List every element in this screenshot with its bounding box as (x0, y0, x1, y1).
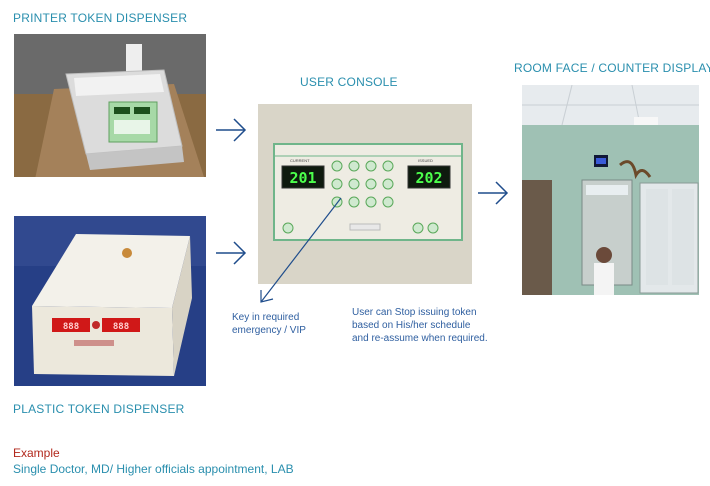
room-display-photo (522, 85, 699, 295)
example-text: Single Doctor, MD/ Higher officials appo… (13, 462, 294, 476)
arrow-console-to-display (478, 181, 509, 205)
plastic-dispenser-photo: 888 888 (14, 216, 206, 386)
user-console-caption: USER CONSOLE (300, 75, 398, 89)
user-console-photo: CURRENT ISSUED 201 202 (258, 104, 472, 284)
schedule-note-line1: User can Stop issuing token (352, 307, 477, 318)
printer-dispenser-caption: PRINTER TOKEN DISPENSER (13, 11, 188, 25)
schedule-note: User can Stop issuing token based on His… (352, 306, 488, 345)
room-display-caption: ROOM FACE / COUNTER DISPLAY (514, 61, 710, 75)
printer-dispenser-photo (14, 34, 206, 177)
arrow-keypad-pointer (260, 197, 342, 303)
arrow-printer-to-console (216, 118, 247, 142)
schedule-note-line3: and re-assume when required. (352, 333, 488, 344)
issued-token-display: 202 (415, 169, 442, 187)
svg-text:ISSUED: ISSUED (418, 158, 433, 163)
arrow-plastic-to-console (216, 241, 247, 265)
svg-text:888: 888 (113, 322, 129, 332)
svg-text:CURRENT: CURRENT (290, 158, 310, 163)
keypad-note: Key in required emergency / VIP (232, 311, 306, 337)
schedule-note-line2: based on His/her schedule (352, 320, 471, 331)
svg-text:888: 888 (63, 322, 79, 332)
keypad-note-line1: Key in required (232, 312, 300, 323)
plastic-dispenser-caption: PLASTIC TOKEN DISPENSER (13, 402, 185, 416)
current-token-display: 201 (289, 169, 316, 187)
example-title: Example (13, 446, 60, 460)
keypad-note-line2: emergency / VIP (232, 325, 306, 336)
